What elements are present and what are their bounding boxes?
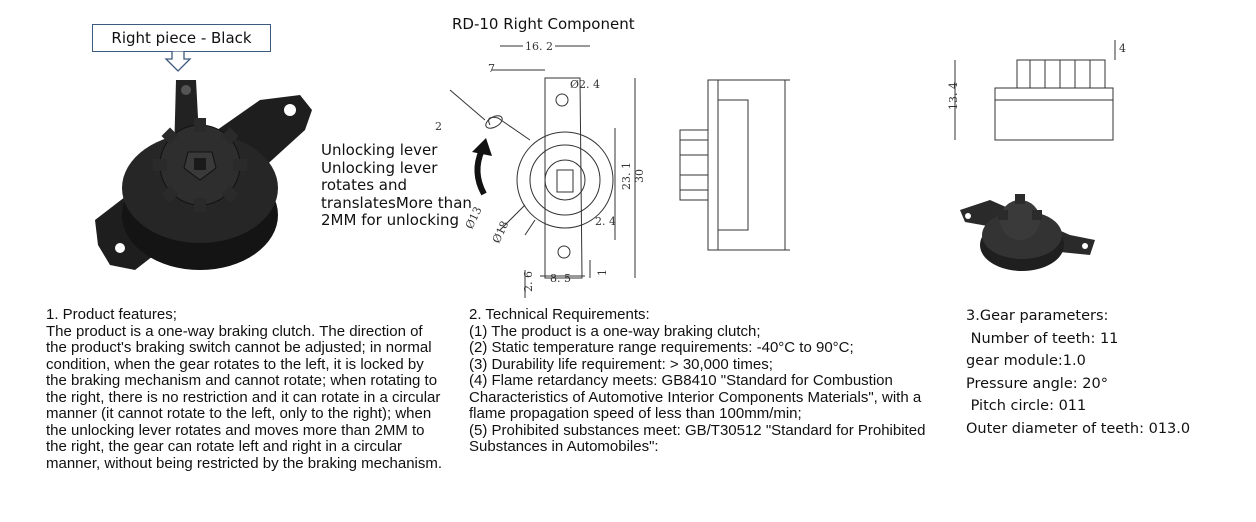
dim-h26: 2. 6	[522, 271, 535, 292]
gear-outer-diameter: Outer diameter of teeth: 013.0	[966, 420, 1191, 437]
technical-drawing-front-view: 16. 2 7 Ø2. 4 2 23. 1 30 Ø13 Ø18 2. 4 8.…	[435, 40, 645, 298]
technical-requirements-heading: 2. Technical Requirements:	[469, 306, 650, 323]
dim-height-total: 30	[633, 169, 645, 183]
gear-parameters-heading: 3.Gear parameters:	[966, 308, 1109, 324]
product-photo-small	[960, 194, 1095, 271]
gear-teeth: Number of teeth: 11	[966, 330, 1119, 347]
dim-w24: 2. 4	[595, 215, 616, 228]
lever-line-1: Unlocking lever	[321, 141, 438, 159]
dim-side-height: 13. 4	[947, 82, 960, 110]
curved-rotation-arrow-icon	[472, 138, 492, 196]
lever-line-4: translatesMore than	[321, 193, 472, 212]
requirement-item: (3) Durability life requirement: > 30,00…	[469, 355, 773, 373]
product-features-body: The product is a one-way braking clutch.…	[46, 322, 443, 472]
requirement-item: (2) Static temperature range requirement…	[469, 339, 854, 356]
dim-h1: 1	[596, 269, 609, 276]
technical-drawing-side-view	[679, 79, 790, 251]
gear-pressure-angle: Pressure angle: 20°	[966, 375, 1108, 392]
lever-line-3: rotates and	[321, 176, 408, 194]
dim-d13: Ø13	[463, 205, 485, 231]
requirement-item: (1) The product is a one-way braking clu…	[469, 322, 761, 340]
dim-width-top: 16. 2	[525, 40, 553, 53]
requirement-item: (4) Flame retardancy meets: GB8410 "Stan…	[469, 372, 922, 422]
gear-module: gear module:1.0	[966, 353, 1086, 369]
dim-slot: 2	[435, 120, 442, 133]
product-features-heading: 1. Product features;	[46, 306, 177, 323]
lever-line-2: Unlocking lever	[321, 158, 438, 177]
dim-hole: Ø2. 4	[570, 78, 600, 91]
dim-d18: Ø18	[490, 219, 512, 245]
callout-arrow-icon	[164, 51, 192, 72]
unlocking-lever-annotation: Unlocking lever Unlocking lever rotates …	[321, 141, 481, 230]
dim-height-inner: 23. 1	[620, 162, 633, 190]
technical-drawing-top-view: 13. 4 4	[947, 40, 1126, 141]
dim-side-top: 4	[1119, 42, 1126, 55]
product-photo-right-piece	[95, 80, 312, 270]
dim-w85: 8. 5	[550, 272, 571, 285]
dim-offset: 7	[488, 62, 495, 75]
lever-line-5: 2MM for unlocking	[321, 211, 460, 229]
gear-pitch-circle: Pitch circle: 011	[966, 398, 1087, 414]
requirement-item: (5) Prohibited substances meet: GB/T3051…	[469, 421, 926, 455]
drawing-title: RD-10 Right Component	[452, 15, 635, 33]
technical-requirements-section: 2. Technical Requirements: (1) The produ…	[469, 306, 929, 456]
part-callout-label: Right piece - Black	[92, 24, 271, 52]
product-features-section: 1. Product features; The product is a on…	[46, 306, 446, 472]
gear-parameters-section: 3.Gear parameters: Number of teeth: 11 g…	[966, 305, 1246, 440]
part-callout-text: Right piece - Black	[111, 29, 252, 47]
